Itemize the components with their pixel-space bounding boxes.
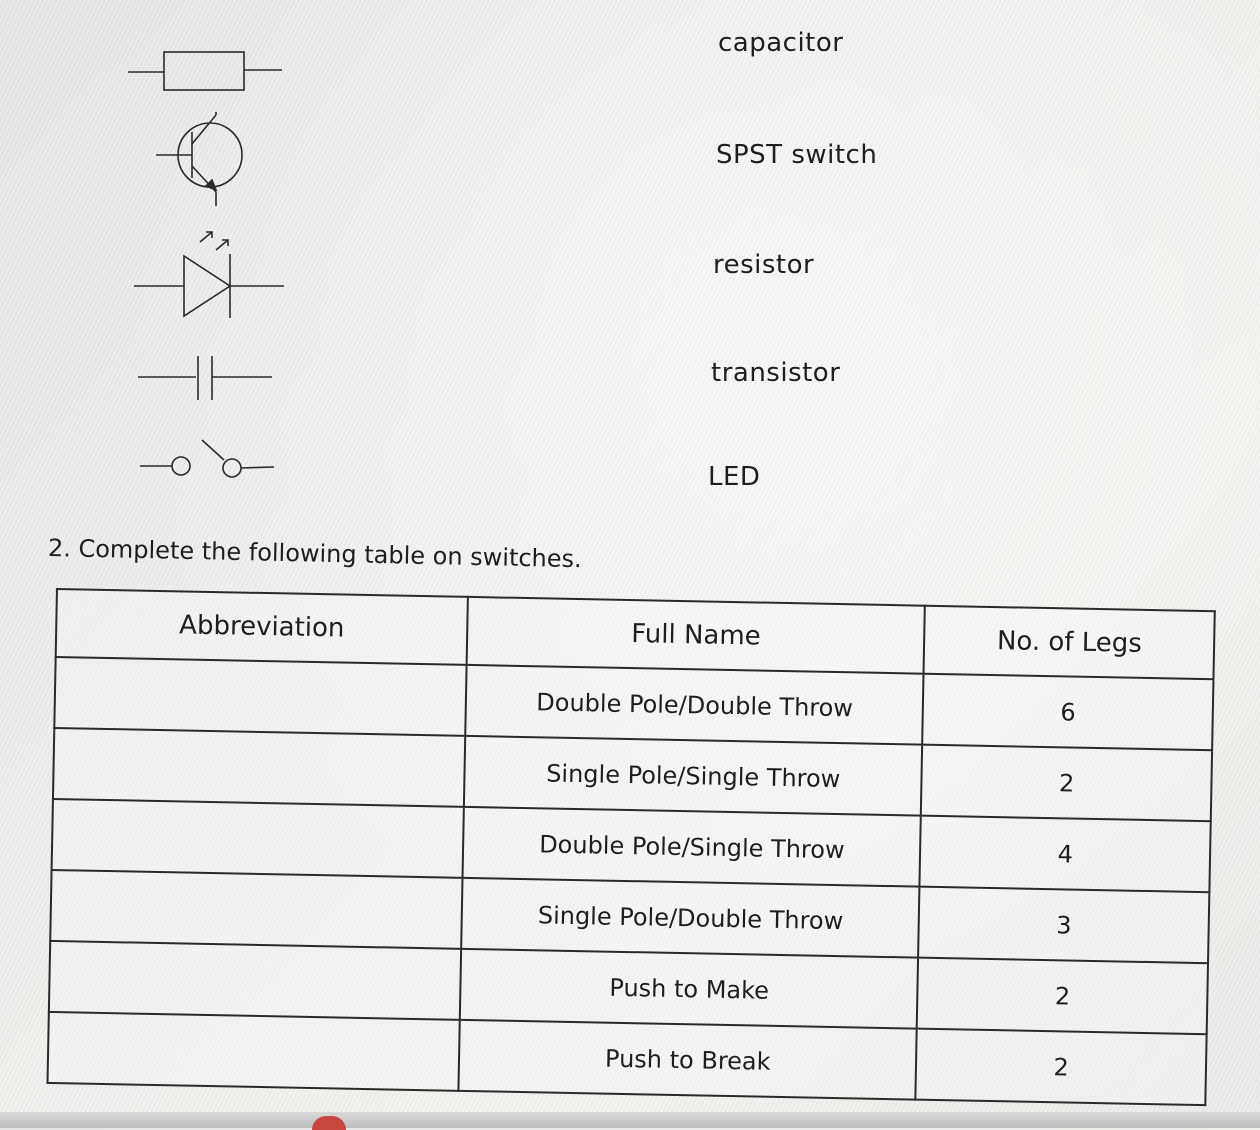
legs-cell: 2 [917, 957, 1209, 1035]
symbol-label-led: LED [708, 462, 761, 492]
symbol-label-resistor: resistor [713, 250, 815, 280]
symbol-column [120, 20, 320, 500]
spst-switch-symbol-icon [140, 439, 275, 478]
led-symbol-icon [134, 231, 284, 318]
abbreviation-cell[interactable] [50, 869, 463, 949]
resistor-symbol-icon [128, 51, 282, 91]
full-name-cell: Push to Make [459, 948, 919, 1029]
full-name-cell: Double Pole/Double Throw [465, 664, 924, 745]
abbreviation-cell[interactable] [48, 940, 462, 1020]
symbol-label-transistor: transistor [711, 358, 841, 388]
legs-cell: 4 [919, 815, 1211, 893]
full-name-cell: Push to Break [458, 1019, 918, 1100]
capacitor-symbol-icon [138, 356, 272, 400]
full-name-cell: Double Pole/Single Throw [462, 806, 922, 887]
legs-cell: 2 [915, 1028, 1207, 1106]
symbol-label-spst-switch: SPST switch [716, 140, 878, 170]
screen-bottom-edge [0, 1112, 1260, 1128]
legs-cell: 2 [921, 744, 1213, 822]
abbreviation-cell[interactable] [52, 727, 466, 807]
header-abbreviation: Abbreviation [55, 589, 468, 665]
header-no-of-legs: No. of Legs [923, 605, 1215, 680]
abbreviation-cell[interactable] [51, 798, 464, 878]
switch-table-container: Abbreviation Full Name No. of Legs Doubl… [46, 588, 1216, 1107]
legs-cell: 6 [922, 673, 1214, 751]
full-name-cell: Single Pole/Double Throw [461, 877, 920, 958]
abbreviation-cell[interactable] [54, 657, 467, 736]
transistor-symbol-icon [156, 112, 243, 206]
legs-cell: 3 [918, 886, 1210, 964]
abbreviation-cell[interactable] [47, 1011, 460, 1091]
symbol-label-capacitor: capacitor [718, 28, 844, 58]
header-full-name: Full Name [466, 596, 926, 674]
taskbar-icon [312, 1116, 346, 1130]
switch-table: Abbreviation Full Name No. of Legs Doubl… [46, 588, 1216, 1107]
full-name-cell: Single Pole/Single Throw [463, 735, 923, 816]
symbols-drawing [128, 51, 284, 478]
